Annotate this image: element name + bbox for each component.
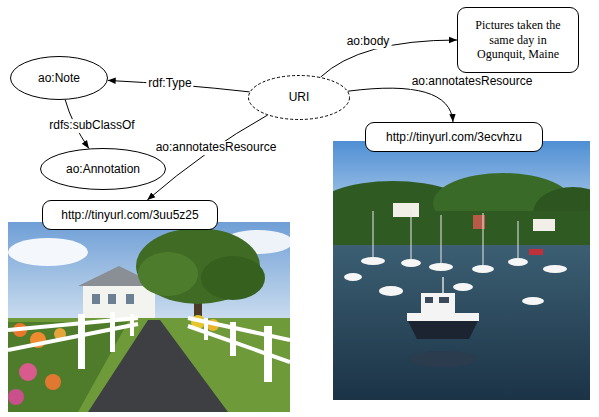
edge-label: rdfs:subClassOf xyxy=(47,119,136,133)
mast xyxy=(442,277,444,293)
tree-crown xyxy=(138,252,198,296)
ellipse-shape xyxy=(249,76,350,120)
node-label: http://tinyurl.com/3uu5z25 xyxy=(61,208,198,222)
boat-deck xyxy=(407,313,479,321)
edge-label: ao:annotatesResource xyxy=(154,141,279,155)
flower xyxy=(8,389,24,405)
property-arrow xyxy=(348,88,453,122)
window xyxy=(92,294,100,304)
fence-rail xyxy=(188,318,290,340)
node-label: ao:Note xyxy=(38,71,80,85)
tree-crown xyxy=(201,256,265,300)
node-label: URI xyxy=(289,90,310,104)
window xyxy=(126,294,134,304)
fence-post xyxy=(130,314,134,336)
url-box: http://tinyurl.com/3ecvhzu xyxy=(365,122,543,152)
fence-post xyxy=(110,312,115,352)
node-label: Pictures taken the same day in Ogunquit,… xyxy=(464,18,572,61)
water xyxy=(333,245,590,400)
small-boats xyxy=(344,257,567,305)
boat-hull xyxy=(407,319,479,339)
ellipse-shape xyxy=(11,57,108,100)
class-ellipse: ao:Annotation xyxy=(40,148,166,190)
lawn xyxy=(8,318,290,412)
window xyxy=(425,297,433,303)
edge-label: ao:body xyxy=(345,35,392,49)
house xyxy=(533,219,555,231)
fence-post xyxy=(78,314,85,369)
fence-post xyxy=(264,326,272,382)
text-holder: ao:Note xyxy=(38,71,80,85)
reflection xyxy=(409,351,477,367)
ellipse-shape xyxy=(41,149,166,190)
text-holder: Pictures taken the same day in Ogunquit,… xyxy=(464,18,572,61)
text-holder: ao:Annotation xyxy=(66,162,140,176)
fence-rail xyxy=(8,324,138,350)
class-ellipse: ao:Note xyxy=(10,56,108,100)
fence-rail xyxy=(188,326,290,362)
text-holder: http://tinyurl.com/3ecvhzu xyxy=(386,130,522,144)
flower xyxy=(19,363,37,381)
text-holder: http://tinyurl.com/3uu5z25 xyxy=(61,208,198,222)
node-label: ao:Annotation xyxy=(66,162,140,176)
garden-photo xyxy=(8,222,293,412)
edge-label: rdf:Type xyxy=(146,77,193,91)
fence-post xyxy=(230,322,236,356)
boat-cabin xyxy=(421,293,455,313)
masts xyxy=(373,209,518,265)
window xyxy=(439,297,449,303)
property-arrow xyxy=(147,115,267,200)
note-body-box: Pictures taken the same day in Ogunquit,… xyxy=(457,7,579,73)
house xyxy=(393,203,419,217)
node-label: http://tinyurl.com/3ecvhzu xyxy=(386,130,522,144)
flower xyxy=(45,374,61,390)
red-boat xyxy=(529,249,543,255)
cloud xyxy=(8,238,88,266)
text-holder: URI xyxy=(289,90,310,104)
harbor-photo xyxy=(313,141,599,400)
window xyxy=(108,294,116,304)
resource-ellipse: URI xyxy=(248,75,350,120)
url-box: http://tinyurl.com/3uu5z25 xyxy=(42,200,218,230)
edge-label: ao:annotatesResource xyxy=(410,75,535,89)
fence-post xyxy=(204,318,208,340)
